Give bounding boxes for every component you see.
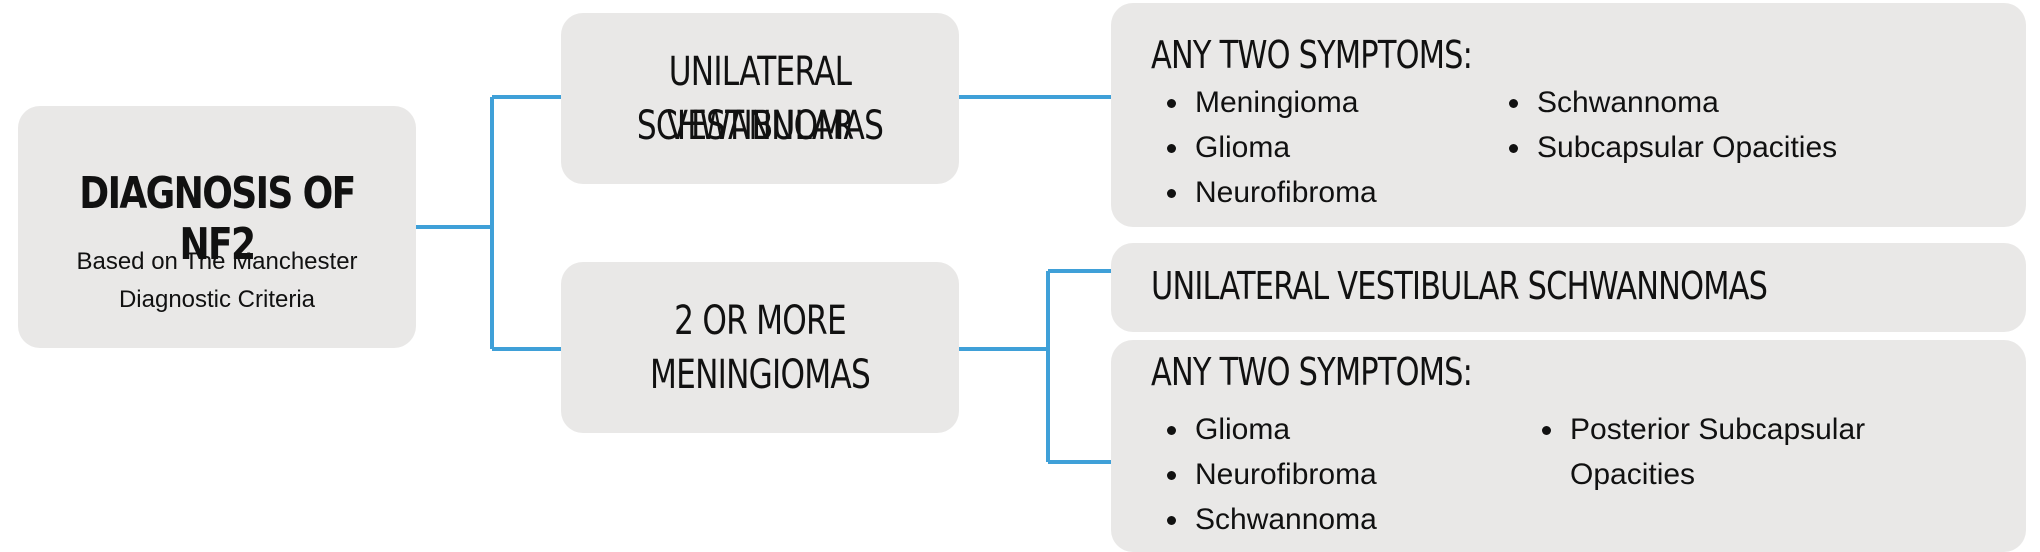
branch-bottom-label-2: MENINGIOMAS [650,352,871,398]
root-node: DIAGNOSIS OF NF2 Based on The Manchester… [18,106,416,348]
list-item: Glioma [1191,407,1377,452]
list-item: Neurofibroma [1191,452,1377,497]
criteria-top-node: ANY TWO SYMPTOMS: Meningioma Glioma Neur… [1111,3,2026,227]
criteria-top-list-1: Meningioma Glioma Neurofibroma [1151,80,1377,215]
criteria-bottom-b-heading: ANY TWO SYMPTOMS: [1151,350,1473,394]
list-item: Schwannoma [1191,497,1377,542]
branch-bottom-label-1: 2 OR MORE [674,298,847,344]
root-title: DIAGNOSIS OF NF2 [79,168,356,270]
list-item: Glioma [1191,125,1377,170]
branch-bottom-node: 2 OR MORE MENINGIOMAS [561,262,959,433]
list-item: Meningioma [1191,80,1377,125]
branch-top-label-1: UNILATERAL VESTIBULAR [666,49,854,149]
criteria-top-heading: ANY TWO SYMPTOMS: [1151,33,1473,77]
criteria-bottom-b-list-2: Posterior Subcapsular Opacities [1526,407,1946,497]
root-subtitle: Based on The Manchester Diagnostic Crite… [76,248,358,313]
criteria-bottom-b-list-1: Glioma Neurofibroma Schwannoma [1151,407,1377,542]
branch-top-node: UNILATERAL VESTIBULAR SCHWANNOMAS [561,13,959,184]
criteria-bottom-a-heading: UNILATERAL VESTIBULAR SCHWANNOMAS [1151,264,1768,308]
connector-bottom-split [958,269,1112,464]
branch-top-label-2: SCHWANNOMAS [636,103,884,149]
criteria-bottom-b-node: ANY TWO SYMPTOMS: Glioma Neurofibroma Sc… [1111,340,2026,552]
connector-root-split [415,95,562,351]
criteria-bottom-a-node: UNILATERAL VESTIBULAR SCHWANNOMAS [1111,243,2026,332]
list-item: Neurofibroma [1191,170,1377,215]
list-item: Subcapsular Opacities [1533,125,1837,170]
criteria-top-list-2: Schwannoma Subcapsular Opacities [1493,80,1837,170]
list-item: Posterior Subcapsular Opacities [1566,407,1946,497]
list-item: Schwannoma [1533,80,1837,125]
